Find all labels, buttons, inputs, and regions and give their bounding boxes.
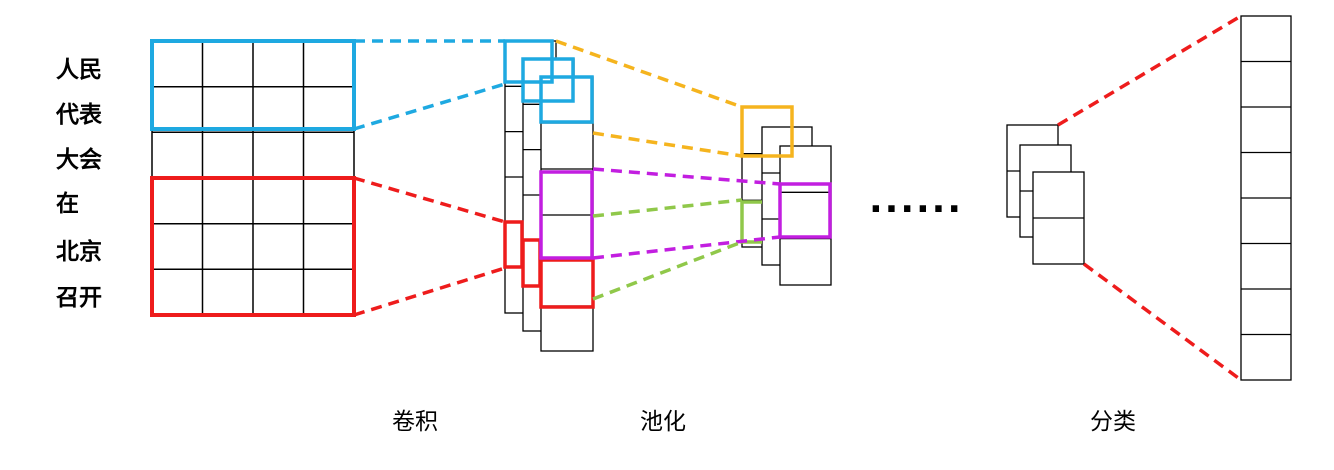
label-pooling: 池化 [640, 409, 686, 435]
input-word-2: 代表 [56, 102, 102, 128]
label-convolution: 卷积 [392, 409, 438, 435]
conv-highlight-purple [539, 170, 594, 260]
conv-highlight-blue [503, 39, 594, 124]
connectors-to-output [1057, 14, 1243, 382]
pool-highlight-green [740, 200, 762, 244]
deep-feature-map-3 [1032, 171, 1085, 265]
input-word-1: 人民 [56, 57, 102, 83]
filter-window-blue [150, 39, 356, 131]
input-word-6: 召开 [56, 285, 102, 311]
ellipsis: ...... [869, 180, 963, 221]
conv-feature-map-3 [540, 76, 594, 352]
filter-window-red [150, 176, 356, 317]
input-word-4: 在 [56, 191, 79, 217]
output-vector [1240, 15, 1292, 381]
connectors-input-to-conv [353, 39, 506, 317]
input-word-3: 大会 [56, 147, 102, 173]
connectors-conv-to-pool [555, 39, 781, 301]
pool-feature-map-3 [779, 145, 832, 286]
conv-highlight-red [503, 220, 595, 309]
label-classification: 分类 [1090, 409, 1136, 435]
pool-highlight-orange [740, 105, 794, 158]
pool-highlight-purple [778, 182, 832, 239]
input-word-5: 北京 [56, 239, 102, 265]
